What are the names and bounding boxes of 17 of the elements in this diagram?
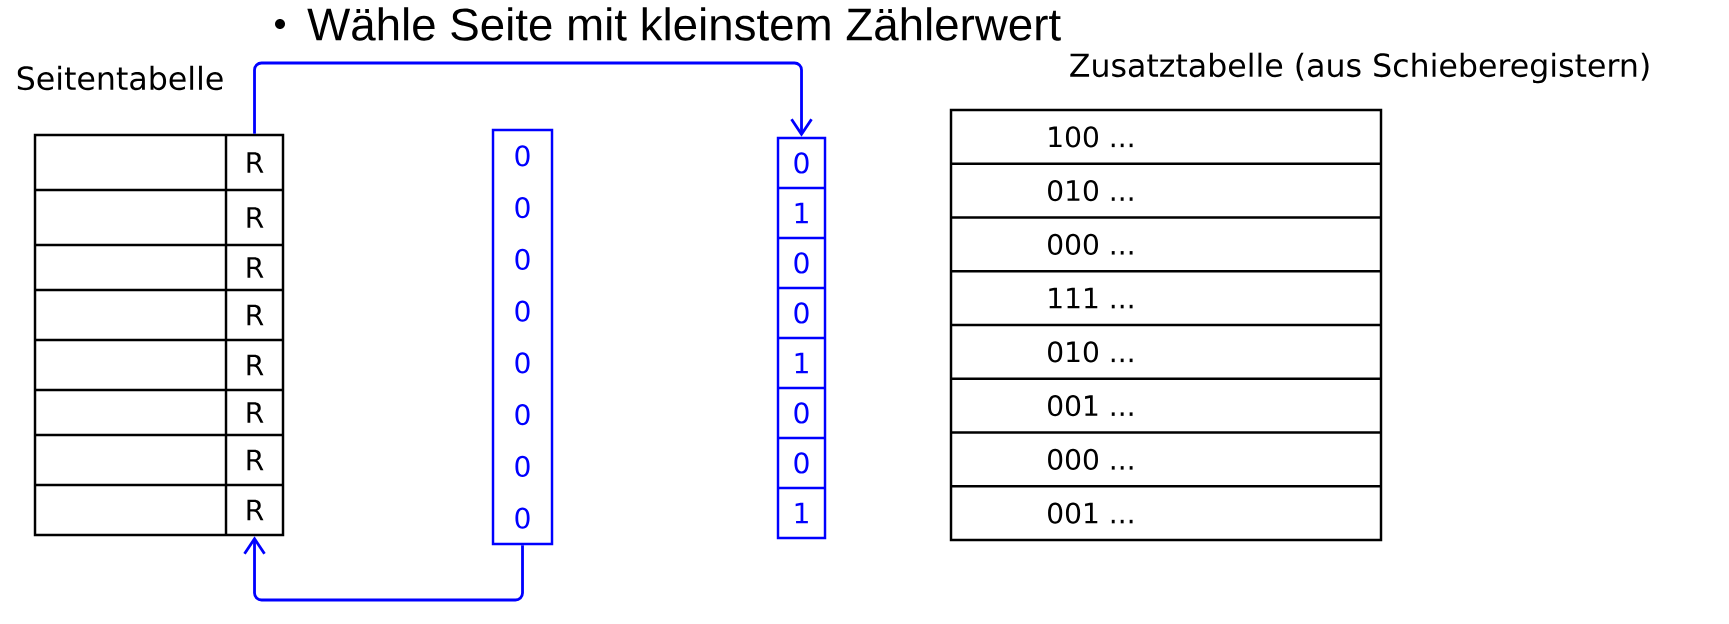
node-label: R (247, 449, 264, 471)
counter-column: 0 0 0 0 0 0 0 0 (491, 128, 554, 546)
bit-column: 0 1 0 0 1 0 0 1 (776, 136, 827, 540)
table-heading: Seitentabelle (17, 65, 223, 91)
node-label: R (247, 499, 264, 521)
page-table: R R R R R R R R (33, 133, 285, 537)
node-label: R (247, 152, 264, 173)
title-text: Wähle Seite mit kleinstem Zählerwert (307, 7, 1061, 41)
node-label: R (247, 207, 264, 228)
shift-register-table: 100 ... 010 ... 000 ... 111 ... 010 ... 001 ... 000 ... 001 ... (949, 108, 1383, 542)
arrow (253, 61, 813, 137)
arrow (243, 536, 524, 602)
table-heading: Zusatztabelle (aus Schieberegistern) (1070, 52, 1649, 84)
node-label: R (247, 402, 264, 423)
node-label: R (247, 354, 264, 376)
node-label: R (247, 257, 264, 278)
node-label: R (247, 304, 264, 326)
